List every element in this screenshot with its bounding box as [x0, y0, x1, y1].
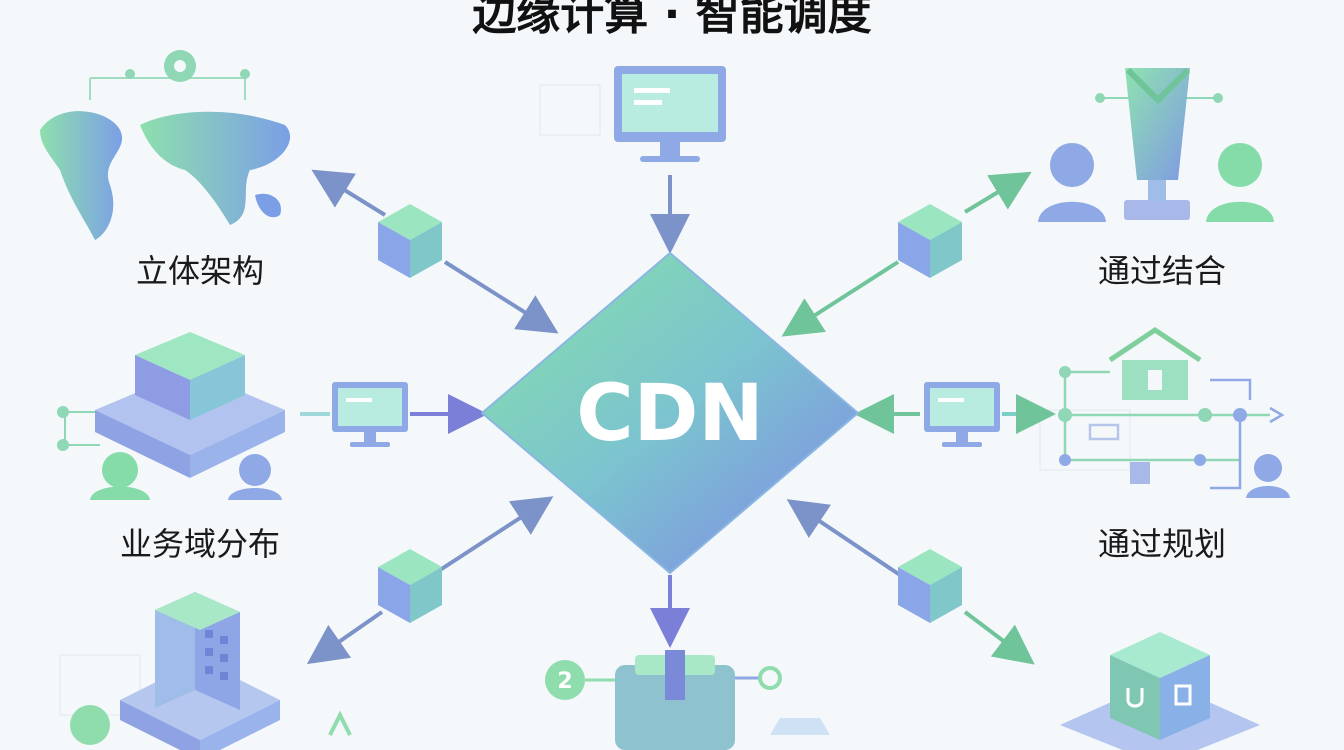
people-tower-icon [1038, 67, 1274, 222]
arrow-bottom-right-to-center [786, 499, 902, 577]
cdn-label: CDN [576, 369, 763, 459]
server-cube-icon [378, 204, 442, 278]
isometric-platform-icon [57, 332, 285, 500]
server-cube-icon [378, 549, 442, 623]
node-label-top-right: 通过结合 [1098, 252, 1226, 290]
house-network-icon [1058, 326, 1290, 498]
arrow-bottom-left-to-center [438, 496, 554, 572]
node-label-top-left: 立体架构 [136, 252, 264, 290]
building-icon [70, 592, 352, 750]
world-map-icon [40, 50, 291, 240]
arrow-top-right-to-center [781, 260, 900, 337]
arrow-top-left-to-center [443, 260, 559, 334]
arrow-center-to-bottom-right [963, 610, 1035, 665]
number-badge [545, 660, 585, 700]
arrow-center-to-top-left [311, 169, 387, 217]
arrow-center-to-bottom-left [306, 610, 384, 665]
monitor-small-icon [924, 382, 1000, 447]
node-label-middle-left: 业务域分布 [120, 525, 280, 563]
arrows [300, 169, 1056, 665]
server-cube-icon [898, 204, 962, 278]
arrow-center-to-top-right [963, 171, 1032, 214]
badge-number: 2 [557, 669, 572, 694]
dot-grid-decoration [59, 84, 1131, 716]
monitor-icon [614, 66, 726, 162]
page-title: 边缘计算 · 智能调度 [472, 0, 872, 40]
server-cube-icon [898, 549, 962, 623]
vehicle-icon: 2 [545, 650, 830, 750]
node-label-middle-right: 通过规划 [1098, 525, 1226, 563]
cdn-hub: CDN [481, 252, 859, 574]
cube-icon [1060, 632, 1260, 750]
monitor-small-icon [332, 382, 408, 447]
